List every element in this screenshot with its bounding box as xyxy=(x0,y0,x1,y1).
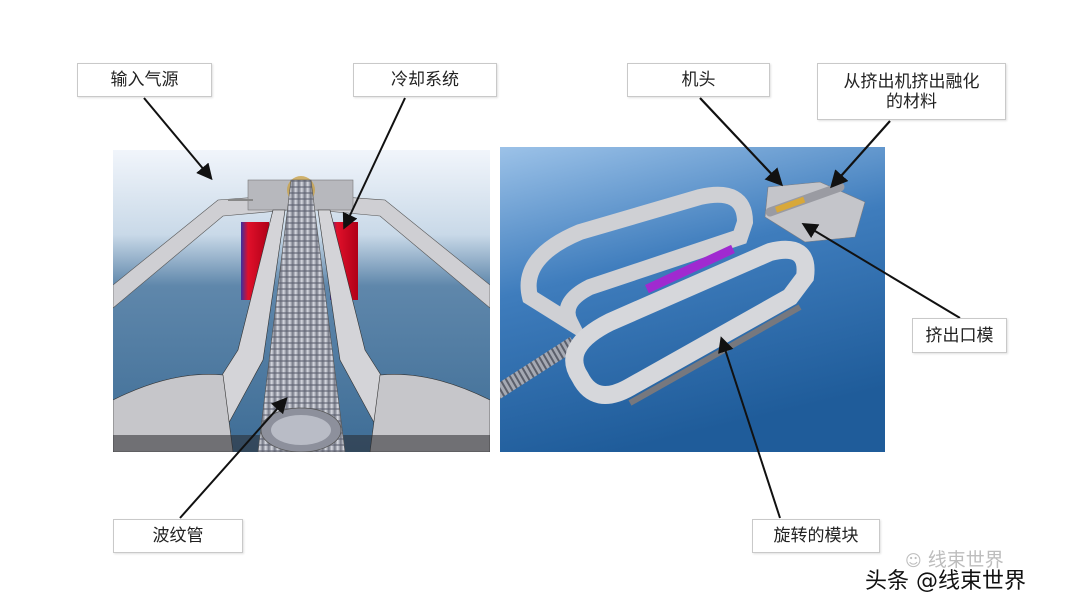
label-extruded-material-line2: 的材料 xyxy=(886,91,937,112)
label-air-input-text: 输入气源 xyxy=(110,70,179,90)
label-rotating-module: 旋转的模块 xyxy=(752,519,880,553)
watermark-main: 头条 @线束世界 xyxy=(865,569,1026,594)
wechat-icon: ☺ xyxy=(905,551,922,570)
label-extruded-material: 从挤出机挤出融化 的材料 xyxy=(817,63,1006,120)
label-extruded-material-line1: 从挤出机挤出融化 xyxy=(843,71,980,92)
right-machine-drawing xyxy=(500,147,885,452)
left-machine-illustration xyxy=(113,150,490,452)
label-extrusion-die: 挤出口模 xyxy=(912,318,1007,353)
label-air-input: 输入气源 xyxy=(77,63,212,97)
label-corrugated-pipe: 波纹管 xyxy=(113,519,243,553)
label-extrusion-die-text: 挤出口模 xyxy=(925,325,994,346)
label-rotating-module-text: 旋转的模块 xyxy=(773,526,859,546)
label-cooling-system: 冷却系统 xyxy=(353,63,497,97)
right-machine-illustration xyxy=(500,147,885,452)
watermark-faint-text: 线束世界 xyxy=(927,549,1004,571)
label-machine-head: 机头 xyxy=(627,63,770,97)
watermark-faint: ☺ 线束世界 xyxy=(905,545,1004,572)
label-cooling-system-text: 冷却系统 xyxy=(391,70,459,90)
left-machine-drawing xyxy=(113,150,490,452)
label-corrugated-pipe-text: 波纹管 xyxy=(152,526,204,546)
label-machine-head-text: 机头 xyxy=(681,70,716,90)
